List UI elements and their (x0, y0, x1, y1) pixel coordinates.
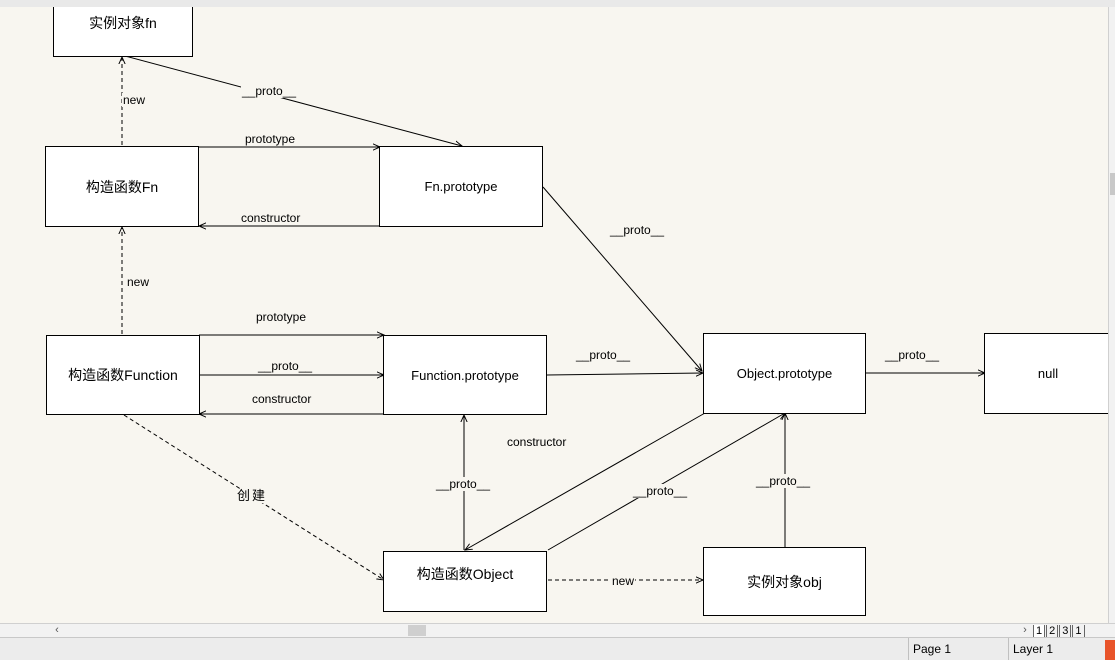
label-prototype-fn: prototype (244, 132, 297, 146)
diagram-edges (0, 55, 1108, 623)
diagram-canvas: 实例对象fn 构造函数Fn Fn.prototype 构造函数Function … (0, 7, 1108, 623)
label-proto-obj-to-objproto: __proto__ (755, 474, 812, 488)
scroll-right-icon[interactable]: › (1023, 624, 1027, 636)
label-proto-function-self: __proto__ (257, 359, 314, 373)
label-constructor-fn: constructor (240, 211, 302, 225)
node-object-prototype[interactable]: Object.prototype (703, 333, 866, 414)
edge-proto-fn-to-fnproto (124, 55, 462, 146)
node-function-constructor[interactable]: 构造函数Function (46, 335, 200, 415)
label-new-function: new (126, 275, 151, 289)
page-tab-1[interactable]: 1 (1033, 624, 1046, 637)
edge-create (123, 414, 384, 580)
horizontal-scroll-thumb[interactable] (408, 625, 426, 636)
page-tab-4[interactable]: 1 (1072, 624, 1085, 637)
node-obj-instance[interactable]: 实例对象obj (703, 547, 866, 616)
label-proto-fn-to-fnproto: __proto__ (241, 84, 298, 98)
label-constructor-object: constructor (506, 435, 568, 449)
horizontal-scrollbar[interactable]: ‹ › (0, 623, 1033, 637)
edge-proto-object-to-objproto (547, 413, 785, 551)
label-new-object: new (611, 574, 636, 588)
status-bar: Page 1 Layer 1 (0, 637, 1115, 660)
edge-constructor-object (465, 412, 706, 550)
node-fn-prototype[interactable]: Fn.prototype (379, 146, 543, 227)
label-proto-objproto-to-null: __proto__ (884, 348, 941, 362)
label-create: 创建 (236, 488, 269, 503)
label-constructor-function: constructor (251, 392, 313, 406)
node-null[interactable]: null (984, 333, 1108, 414)
status-layer: Layer 1 (1008, 638, 1103, 660)
page-tabs: 1 2 3 1 (1033, 623, 1115, 637)
app-logo-icon (1105, 640, 1115, 660)
label-prototype-function: prototype (255, 310, 308, 324)
label-new-fn: new (122, 93, 147, 107)
vertical-scrollbar[interactable] (1108, 7, 1115, 623)
edge-proto-functionproto-to-objproto (546, 373, 703, 375)
status-page: Page 1 (908, 638, 1005, 660)
node-fn-constructor[interactable]: 构造函数Fn (45, 146, 199, 227)
label-proto-object-to-functionproto: __proto__ (435, 477, 492, 491)
page-tab-3[interactable]: 3 (1059, 624, 1072, 637)
label-proto-fnproto-to-objproto: __proto__ (609, 223, 666, 237)
page-tab-2[interactable]: 2 (1046, 624, 1059, 637)
scroll-left-icon[interactable]: ‹ (55, 624, 59, 636)
node-object-constructor[interactable]: 构造函数Object (383, 551, 547, 612)
edge-proto-fnproto-to-objproto (542, 186, 702, 371)
node-fn-instance[interactable]: 实例对象fn (53, 7, 193, 57)
vertical-scroll-thumb[interactable] (1110, 173, 1115, 195)
node-function-prototype[interactable]: Function.prototype (383, 335, 547, 415)
label-proto-object-to-objproto: __proto__ (632, 484, 689, 498)
label-proto-functionproto-to-objproto: __proto__ (575, 348, 632, 362)
